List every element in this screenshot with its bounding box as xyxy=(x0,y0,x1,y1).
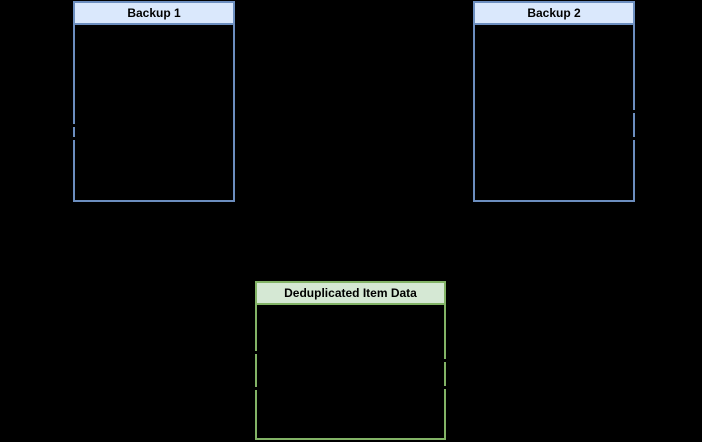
connector-stub-backup2-right-top xyxy=(631,110,637,113)
backup2-body xyxy=(475,25,633,200)
backup1-header[interactable]: Backup 1 xyxy=(75,3,233,25)
backup2-container[interactable]: Backup 2 xyxy=(473,1,635,202)
connector-stub-dedup-left-bottom xyxy=(253,387,259,390)
connector-stub-backup1-left-bottom xyxy=(71,137,77,140)
backup2-title: Backup 2 xyxy=(527,6,581,20)
connector-stub-dedup-left-top xyxy=(253,351,259,354)
deduplicated-item-data-header[interactable]: Deduplicated Item Data xyxy=(257,283,444,305)
backup2-header[interactable]: Backup 2 xyxy=(475,3,633,25)
deduplicated-item-data-container[interactable]: Deduplicated Item Data xyxy=(255,281,446,440)
backup1-body xyxy=(75,25,233,200)
connector-stub-dedup-right-top xyxy=(441,359,447,362)
connector-stub-backup2-right-bottom xyxy=(631,137,637,140)
deduplicated-item-data-title: Deduplicated Item Data xyxy=(284,286,417,300)
connector-stub-backup1-left-top xyxy=(71,124,77,127)
deduplicated-item-data-body xyxy=(257,305,444,438)
backup1-title: Backup 1 xyxy=(127,6,181,20)
connector-stub-dedup-right-bottom xyxy=(441,386,447,389)
backup1-container[interactable]: Backup 1 xyxy=(73,1,235,202)
